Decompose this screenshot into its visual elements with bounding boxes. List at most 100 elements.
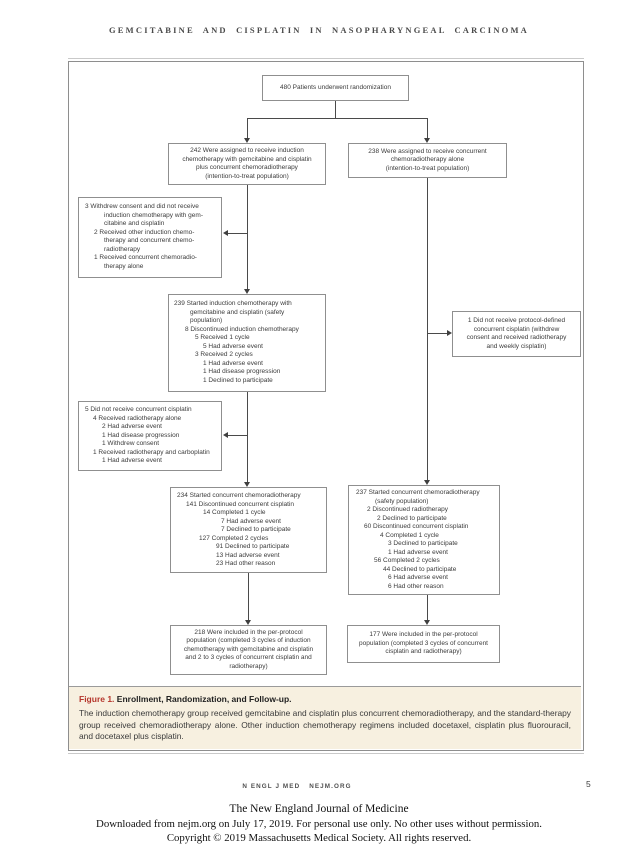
flow-box-line: 242 Were assigned to receive induction	[190, 147, 304, 154]
arrow-down-icon	[244, 138, 250, 143]
box-crt-started-induction: 234 Started concurrent chemoradiotherapy…	[170, 487, 327, 573]
arrow-right-icon	[447, 330, 452, 336]
flow-box-line: 238 Were assigned to receive concurrent	[368, 147, 487, 155]
flow-box-line: chemoradiotherapy alone	[390, 156, 465, 164]
journal-site: NEJM.ORG	[309, 783, 352, 790]
flow-box-line: 480 Patients underwent randomization	[280, 83, 391, 91]
flow-box-line: and weekly cisplatin)	[486, 342, 547, 350]
flow-box-line: 239 Started induction chemotherapy with	[174, 300, 292, 307]
flow-box-line: and 2 to 3 cycles of concurrent cisplati…	[185, 654, 312, 662]
arrow-down-icon	[244, 289, 250, 294]
footer-line-3: Copyright © 2019 Massachusetts Medical S…	[166, 832, 472, 844]
flow-box-line: 2 Discontinued radiotherapy	[367, 506, 448, 513]
figure-label: Figure 1.	[79, 694, 115, 704]
connector-left-assign	[247, 118, 248, 138]
connector-left-3	[248, 573, 249, 620]
connector-left-1	[247, 185, 248, 289]
copyright-footer: The New England Journal of Medicine Down…	[0, 802, 638, 846]
flow-box-line: induction chemotherapy with gem-	[104, 211, 203, 219]
flow-box-line: 6 Had other reason	[388, 582, 444, 590]
flow-box-line: 234 Started concurrent chemoradiotherapy	[177, 492, 301, 499]
page-number: 5	[586, 779, 591, 789]
flow-box-line: 5 Did not receive concurrent cisplatin	[85, 406, 192, 413]
arrow-down-icon	[244, 482, 250, 487]
flow-box-line: 6 Had adverse event	[388, 574, 448, 581]
flow-box-line: concurrent cisplatin (withdrew	[473, 325, 560, 333]
flow-box-line: 14 Completed 1 cycle	[203, 509, 266, 516]
flow-box-line: population)	[190, 317, 223, 324]
flow-box-line: plus concurrent chemoradiotherapy	[196, 164, 298, 171]
flow-box-line: gemcitabine and cisplatin (safety	[190, 308, 285, 316]
arrow-down-icon	[424, 620, 430, 625]
flow-box-line: 2 Had adverse event	[102, 423, 162, 430]
connector-right-2	[427, 595, 428, 620]
journal-name: N ENGL J MED	[242, 783, 301, 790]
flow-box-line: citabine and cisplatin	[104, 220, 165, 227]
flow-box-line: radiotherapy)	[229, 662, 268, 670]
flow-box-line: 1 Had adverse event	[203, 359, 263, 367]
flow-box-line: 141 Discontinued concurrent cisplatin	[186, 500, 295, 508]
arrow-left-icon	[223, 230, 228, 236]
connector-protocol-branch	[427, 333, 447, 334]
flow-box-line: 1 Had adverse event	[388, 548, 448, 556]
flow-box-line: 60 Discontinued concurrent cisplatin	[364, 523, 469, 530]
connector-right-assign	[427, 118, 428, 138]
connector-nocisplatin-branch	[228, 435, 247, 436]
flow-box-line: (intention-to-treat population)	[385, 164, 470, 172]
flow-box-line: 7 Had adverse event	[221, 517, 281, 525]
flow-box-line: therapy alone	[104, 262, 144, 270]
flow-box-line: chemotherapy with gemcitabine and cispla…	[182, 155, 312, 163]
flow-box-line: 1 Did not receive protocol-defined	[467, 317, 566, 324]
arrow-left-icon	[223, 432, 228, 438]
flow-box-line: 91 Declined to participate	[216, 543, 290, 550]
flow-box-line: 1 Had disease progression	[203, 368, 281, 375]
footer-line-2: Downloaded from nejm.org on July 17, 201…	[96, 817, 542, 830]
connector-left-2	[247, 392, 248, 482]
flow-box-line: therapy and concurrent chemo-	[104, 237, 195, 244]
flow-box-line: 3 Received 2 cycles	[195, 351, 253, 358]
flow-box-line: 1 Received radiotherapy and carboplatin	[93, 448, 210, 456]
flow-box-line: consent and received radiotherapy	[466, 334, 567, 341]
flow-box-line: 5 Received 1 cycle	[195, 334, 250, 341]
footer-line-1: The New England Journal of Medicine	[229, 803, 409, 815]
journal-footer: N ENGL J MED NEJM.ORG	[0, 783, 594, 790]
arrow-down-icon	[424, 480, 430, 485]
figure-caption: Figure 1. Enrollment, Randomization, and…	[69, 686, 581, 749]
flow-box-line: 56 Completed 2 cycles	[374, 557, 440, 564]
caption-title: Figure 1. Enrollment, Randomization, and…	[79, 694, 571, 704]
flow-box-line: 3 Withdrew consent and did not receive	[85, 203, 199, 210]
flow-box-line: 3 Declined to participate	[388, 540, 458, 547]
flow-box-line: 23 Had other reason	[216, 560, 276, 567]
box-randomization: 480 Patients underwent randomization	[262, 75, 409, 101]
flow-box-line: population (completed 3 cycles of concur…	[359, 639, 488, 647]
flow-box-line: 177 Were included in the per-protocol	[369, 631, 478, 639]
flow-box-line: 1 Declined to participate	[203, 376, 273, 384]
flow-box-line: 8 Discontinued induction chemotherapy	[185, 325, 299, 333]
running-head: GEMCITABINE AND CISPLATIN IN NASOPHARYNG…	[108, 25, 530, 35]
arrow-down-icon	[424, 138, 430, 143]
connector-right-1	[427, 178, 428, 480]
flow-box-line: 218 Were included in the per-protocol	[194, 628, 303, 636]
flow-box-line: 13 Had adverse event	[216, 551, 280, 559]
connector-stem-top	[335, 101, 336, 118]
flow-box-line: 1 Withdrew consent	[102, 440, 160, 447]
flow-box-line: cisplatin and radiotherapy)	[385, 648, 462, 656]
flow-box-line: 5 Had adverse event	[203, 342, 263, 350]
flow-box-line: (safety population)	[375, 497, 429, 505]
flow-box-line: (intention-to-treat population)	[205, 172, 289, 180]
flow-box-line: 7 Declined to participate	[221, 526, 291, 533]
flow-box-line: 2 Received other induction chemo-	[94, 228, 195, 236]
flow-box-line: radiotherapy	[104, 245, 141, 253]
flow-box-line: 4 Completed 1 cycle	[380, 531, 439, 539]
flow-box-line: 44 Declined to participate	[383, 565, 457, 573]
flow-box-line: 1 Received concurrent chemoradio-	[94, 254, 197, 261]
flow-box-line: 1 Had disease progression	[102, 431, 180, 439]
box-crt-started-alone: 237 Started concurrent chemoradiotherapy…	[348, 485, 500, 595]
